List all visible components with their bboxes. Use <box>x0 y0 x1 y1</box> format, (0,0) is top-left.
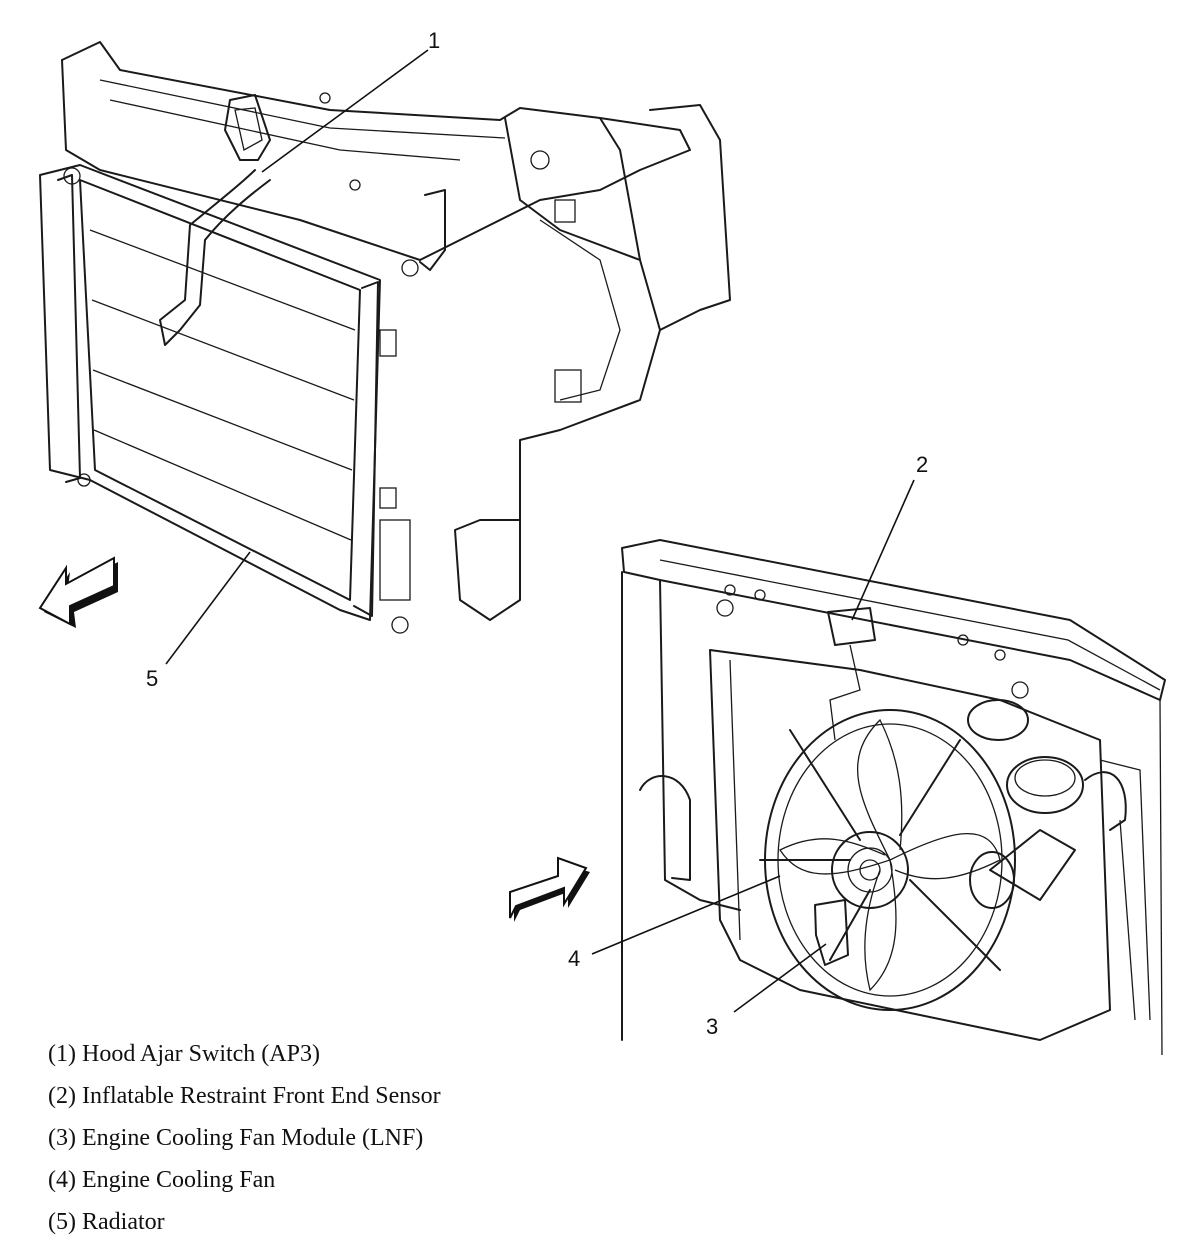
legend-item: (1) Hood Ajar Switch (AP3) <box>48 1041 320 1067</box>
legend-item: (3) Engine Cooling Fan Module (LNF) <box>48 1125 424 1151</box>
leader-line-5 <box>165 551 251 665</box>
callout-4: 4 <box>568 946 580 971</box>
callout-1: 1 <box>428 28 440 53</box>
leader-line-1 <box>261 49 429 173</box>
legend-item: (5) Radiator <box>48 1209 165 1235</box>
legend-item: (4) Engine Cooling Fan <box>48 1167 276 1193</box>
leader-line-2 <box>851 479 915 621</box>
cooling-fan-view <box>621 539 1166 1056</box>
leader-line-3 <box>733 943 827 1013</box>
leader-line-4 <box>591 875 781 955</box>
callout-3: 3 <box>706 1014 718 1039</box>
callout-2: 2 <box>916 452 928 477</box>
direction-arrow-icon <box>38 556 118 628</box>
component-legend: (1) Hood Ajar Switch (AP3) (2) Inflatabl… <box>48 1033 441 1243</box>
callout-5: 5 <box>146 666 158 691</box>
legend-item: (2) Inflatable Restraint Front End Senso… <box>48 1083 441 1109</box>
direction-arrow-icon <box>509 856 590 922</box>
radiator-assembly-view <box>39 41 731 634</box>
